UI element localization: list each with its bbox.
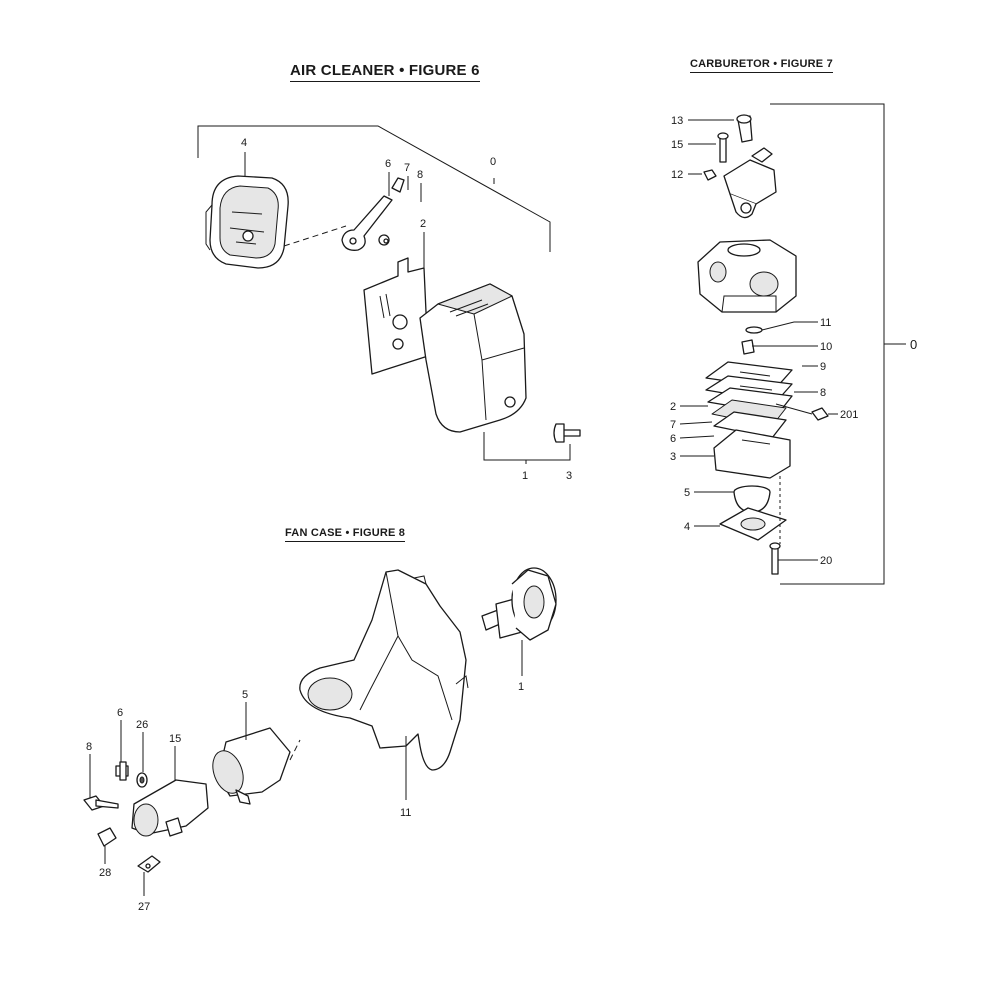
figure-6-title: AIR CLEANER • FIGURE 6 [290, 62, 480, 82]
collar-part [378, 234, 390, 246]
fig6-callout-labels: 4 6 7 8 0 2 1 3 [241, 137, 572, 482]
fan-case-sleeve-part [212, 727, 291, 805]
fig8-callout-8: 8 [86, 741, 92, 753]
figure-8-title: FAN CASE • FIGURE 8 [285, 527, 406, 542]
carburetor-screw-15 [717, 132, 729, 163]
fig7-callout-20: 20 [820, 555, 832, 567]
fig7-callout-7: 7 [670, 419, 676, 431]
fig6-assembly-bracket [197, 125, 551, 252]
carburetor-diaphragm-stack [705, 361, 793, 479]
carburetor-oring-11 [745, 326, 763, 334]
fig6-callout-2: 2 [420, 218, 426, 230]
fig6-callout-8: 8 [417, 169, 423, 181]
fig6-callout-0: 0 [490, 156, 496, 168]
fan-case-figure [83, 567, 557, 896]
fig7-callout-15: 15 [671, 139, 683, 151]
fig6-callout-7: 7 [404, 162, 410, 174]
fig8-callout-28: 28 [99, 867, 111, 879]
fig6-callout-3: 3 [566, 470, 572, 482]
fig6-callout-6: 6 [385, 158, 391, 170]
fig7-callout-13: 13 [671, 115, 683, 127]
air-cleaner-housing-part [419, 283, 527, 433]
carburetor-figure [679, 103, 906, 585]
fig7-callout-labels: 13 15 12 11 10 9 8 201 2 7 6 3 5 4 20 0 [670, 115, 917, 567]
knob-screw-8 [83, 795, 119, 811]
fig8-callout-11: 11 [400, 807, 411, 819]
figure-6-title-underline [290, 81, 480, 82]
clamp-bolt-6 [115, 761, 129, 781]
carburetor-body-part [697, 239, 797, 313]
fig7-callout-9: 9 [820, 361, 826, 373]
fig7-leader-201 [775, 403, 838, 415]
fig7-callout-4: 4 [684, 521, 690, 533]
choke-lever-part [341, 195, 393, 251]
fig7-callout-12: 12 [671, 169, 683, 181]
carburetor-primer-bulb-5 [733, 485, 771, 513]
fig8-callout-6: 6 [117, 707, 123, 719]
fig6-dash-4 [283, 225, 347, 247]
fig8-callout-5: 5 [242, 689, 248, 701]
clamp-washer-26 [136, 772, 148, 788]
fig7-leader-7 [679, 421, 713, 425]
fig6-callout-4: 4 [241, 137, 247, 149]
fig7-leader-11 [761, 321, 818, 331]
fig7-callout-10: 10 [820, 341, 832, 353]
fig7-callout-0: 0 [910, 337, 917, 352]
carburetor-screw-20 [769, 542, 781, 575]
fig8-axis-dash [289, 739, 301, 761]
air-cleaner-figure [197, 125, 581, 464]
fig8-callout-15: 15 [169, 733, 181, 745]
fig7-callout-201: 201 [840, 409, 858, 421]
fig7-callout-6: 6 [670, 433, 676, 445]
choke-pin-part [391, 177, 405, 193]
figure-8-title-underline [285, 541, 406, 542]
clip-plate-27 [137, 855, 161, 873]
fig7-callout-5: 5 [684, 487, 690, 499]
figure-7-title-underline [690, 72, 833, 73]
fig6-bracket-bottom [483, 432, 571, 461]
carburetor-top-cover-part [723, 114, 777, 219]
fig8-callout-26: 26 [136, 719, 148, 731]
fan-case-housing-part [299, 569, 469, 771]
handle-clamp-part [131, 779, 209, 837]
fig8-callout-labels: 1 5 6 26 15 8 11 28 27 [86, 681, 524, 913]
air-cleaner-screw-part [553, 423, 581, 443]
carburetor-base-3 [713, 429, 791, 479]
spacer-part-28 [97, 827, 117, 847]
fig7-callout-11: 11 [820, 317, 831, 329]
fig8-callout-1: 1 [518, 681, 524, 693]
carburetor-clip-201 [811, 407, 829, 421]
fig7-leader-6 [679, 435, 715, 439]
figure-7-title: CARBURETOR • FIGURE 7 [690, 58, 833, 73]
fig6-callout-1: 1 [522, 470, 528, 482]
fig7-callout-3: 3 [670, 451, 676, 463]
fig7-callout-2: 2 [670, 401, 676, 413]
fig8-callout-27: 27 [138, 901, 150, 913]
carburetor-primer-cover-4 [719, 507, 787, 541]
clutch-drum-part [481, 567, 557, 641]
carburetor-nut-12 [703, 169, 717, 181]
air-cleaner-cover-part [205, 175, 289, 269]
fig7-callout-8: 8 [820, 387, 826, 399]
carburetor-screen-10 [741, 339, 755, 355]
air-cleaner-gasket-part [363, 257, 429, 375]
